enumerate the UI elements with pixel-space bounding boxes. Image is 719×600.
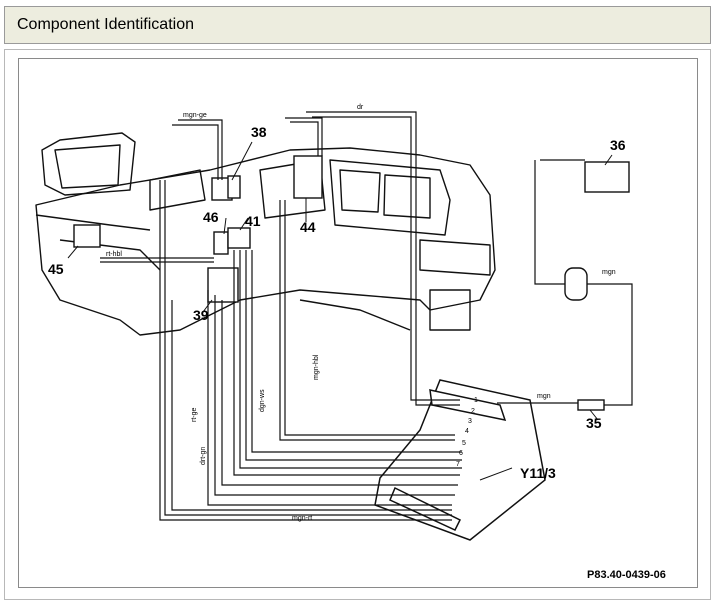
connector-39	[207, 267, 239, 303]
grommet	[564, 267, 588, 301]
component-36	[584, 161, 630, 193]
component-35	[577, 399, 605, 411]
dashboard-outline	[35, 132, 496, 336]
wire-label-rt-hbl: rt-hbl	[106, 251, 122, 258]
diagram-border	[18, 58, 698, 588]
port-2: 2	[471, 408, 475, 415]
wire-label-dgn-ws: dgn-ws	[259, 389, 266, 412]
wire-label-mgn-ge: mgn-ge	[183, 112, 207, 119]
port-3: 3	[468, 418, 472, 425]
port-4: 4	[465, 428, 469, 435]
connector-46	[213, 231, 229, 255]
port-5: 5	[462, 440, 466, 447]
port-6: 6	[459, 450, 463, 457]
wire-label-mgn-hbl: mgn-hbl	[313, 354, 320, 380]
section-header: Component Identification	[4, 6, 711, 44]
component-label-38: 38	[251, 124, 267, 140]
section-title: Component Identification	[17, 16, 194, 33]
figure-reference: P83.40-0439-06	[587, 569, 666, 581]
port-7: 7	[456, 461, 460, 468]
component-label-45: 45	[48, 261, 64, 277]
component-label-41: 41	[245, 213, 261, 229]
wire-label-dr: dr	[357, 104, 364, 111]
wire-label-mgn-mid: mgn	[537, 393, 551, 400]
connectors	[73, 155, 630, 411]
connector-41	[227, 227, 251, 249]
component-label-y113: Y11/3	[520, 465, 556, 481]
component-label-46: 46	[203, 209, 219, 225]
connector-44	[293, 155, 323, 199]
connector-45	[73, 224, 101, 248]
component-label-44: 44	[300, 219, 316, 235]
wiring	[100, 111, 633, 521]
component-label-35: 35	[586, 415, 602, 431]
wire-label-mgn-rt: mgn-rt	[292, 515, 312, 522]
diagram-frame	[4, 49, 711, 600]
component-label-39: 39	[193, 307, 209, 323]
port-1: 1	[474, 397, 478, 404]
component-label-36: 36	[610, 137, 626, 153]
callout-lines	[67, 141, 613, 481]
wire-label-mgn-top: mgn	[602, 269, 616, 276]
wire-label-drt-gn: drt-gn	[200, 447, 207, 465]
wire-label-rt-ge: rt-ge	[191, 408, 198, 423]
